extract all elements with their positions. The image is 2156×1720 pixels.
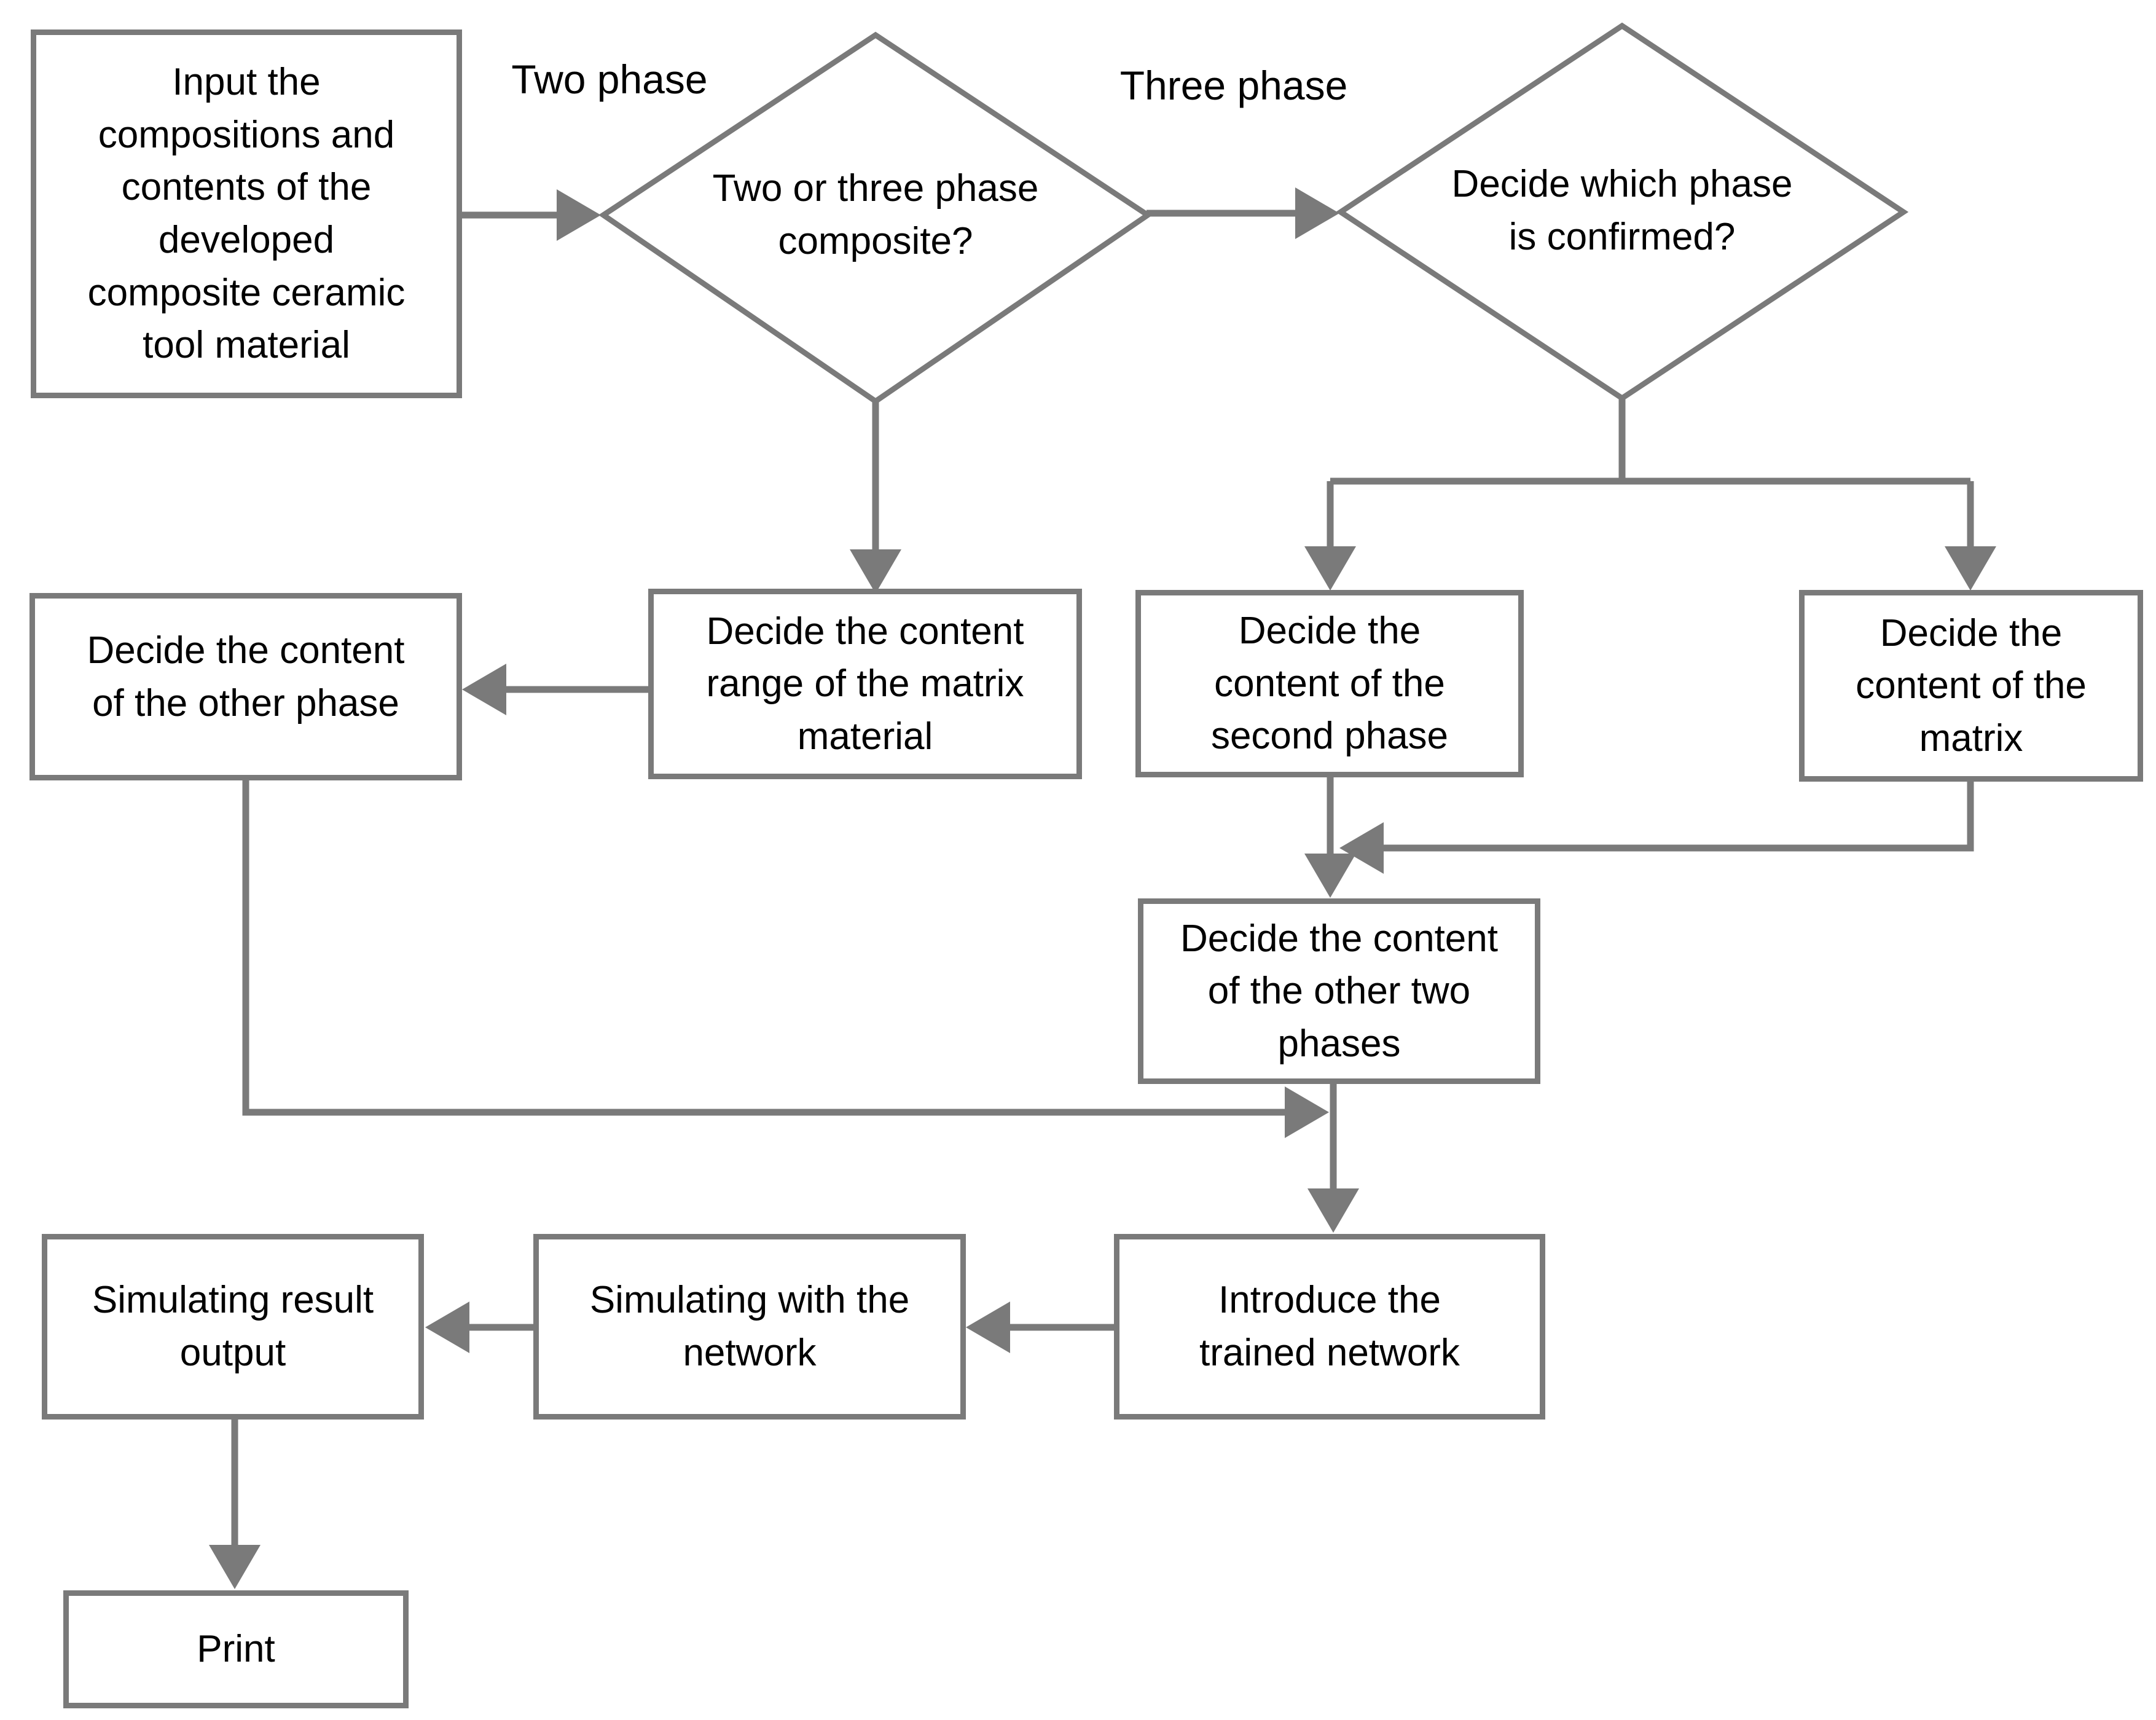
node-introduce-network-label: Introduce the trained network [1199, 1279, 1460, 1374]
arrowhead-left-into-junction [1339, 822, 1384, 874]
edge-other-phase-to-spine [242, 779, 1285, 1116]
node-simulating-result-label: Simulating result output [92, 1279, 374, 1374]
decision-two-or-three-phase-label: Two or three phase composite? [712, 167, 1039, 262]
arrowhead-down-into-second-phase [1304, 546, 1356, 591]
node-other-phase: Decide the content of the other phase [29, 593, 462, 780]
node-matrix-content: Decide the content of the matrix [1799, 590, 2143, 782]
node-second-phase: Decide the content of the second phase [1135, 590, 1524, 777]
arrowhead-down-into-introduce [1307, 1188, 1359, 1233]
arrowhead-down-into-matrix-content [1945, 546, 1996, 591]
decision-which-phase-label: Decide which phase is confirmed? [1451, 163, 1793, 258]
arrowhead-right-into-two-or-three [557, 189, 601, 241]
arrowhead-down-into-other-two [1304, 854, 1356, 898]
decision-two-or-three-phase: Two or three phase composite? [679, 138, 1072, 292]
node-input-compositions-label: Input the compositions and contents of t… [87, 61, 406, 367]
branch-label-three-phase: Three phase [1119, 63, 1348, 108]
node-simulating-result: Simulating result output [42, 1234, 424, 1420]
node-other-phase-label: Decide the content of the other phase [87, 629, 405, 725]
node-other-two-phases: Decide the content of the other two phas… [1138, 898, 1540, 1084]
node-simulate-network: Simulating with the network [533, 1234, 966, 1420]
edge-which-phase-split [1327, 396, 1974, 546]
node-introduce-network: Introduce the trained network [1114, 1234, 1545, 1420]
decision-two-or-three-phase-shape [598, 31, 1153, 405]
node-second-phase-label: Decide the content of the second phase [1210, 610, 1449, 758]
decision-which-phase-shape [1335, 22, 1909, 402]
node-matrix-range: Decide the content range of the matrix m… [648, 589, 1082, 779]
arrowhead-left-into-simulate [966, 1302, 1010, 1353]
arrowhead-down-into-print [209, 1545, 261, 1589]
edge-matrix-content-to-junction [1384, 780, 1974, 852]
decision-which-phase: Decide which phase is confirmed? [1425, 134, 1819, 288]
node-other-two-phases-label: Decide the content of the other two phas… [1180, 917, 1498, 1065]
branch-label-two-phase: Two phase [511, 57, 708, 102]
node-matrix-range-label: Decide the content range of the matrix m… [706, 610, 1024, 758]
arrowhead-right-into-which-phase [1295, 187, 1339, 239]
node-input-compositions: Input the compositions and contents of t… [31, 29, 462, 398]
arrowhead-left-into-result [425, 1302, 469, 1353]
node-simulate-network-label: Simulating with the network [589, 1279, 910, 1374]
node-matrix-content-label: Decide the content of the matrix [1856, 611, 2087, 760]
arrowhead-down-into-matrix-range [850, 549, 901, 594]
arrowhead-right-into-spine [1285, 1086, 1329, 1138]
node-print: Print [63, 1590, 409, 1708]
arrowhead-left-into-other-phase [462, 664, 506, 715]
node-print-label: Print [197, 1628, 275, 1671]
